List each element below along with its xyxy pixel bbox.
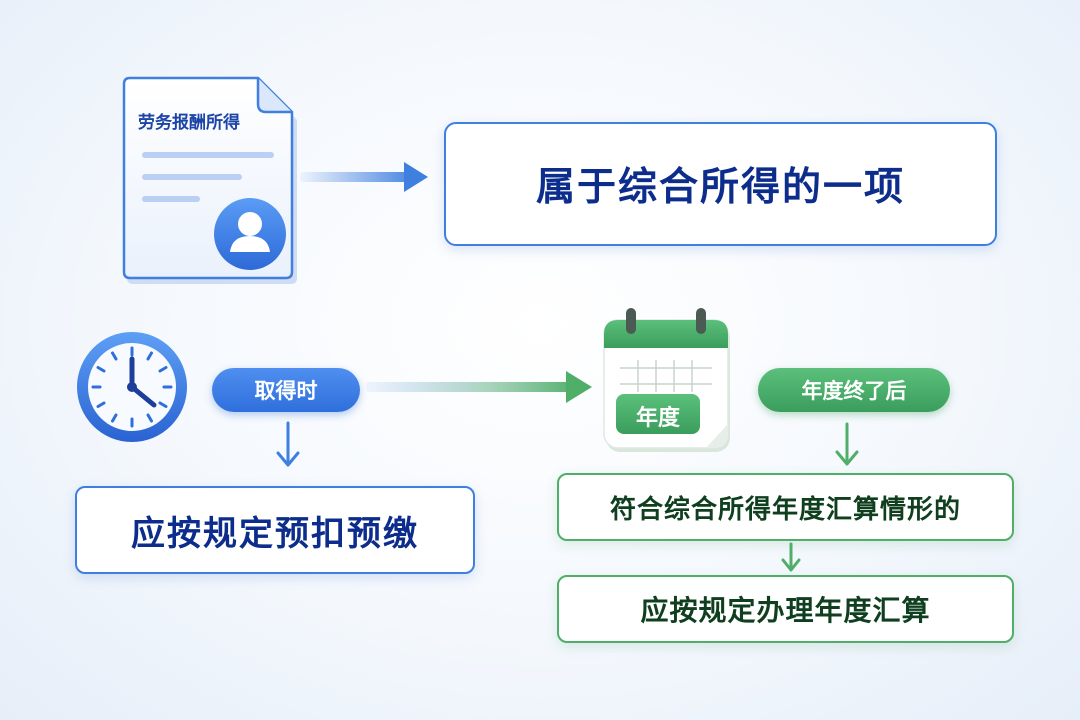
arrow-down-icon [781, 542, 801, 572]
on-receipt-label: 取得时 [254, 379, 318, 403]
calendar-icon [603, 308, 730, 452]
withholding-text: 应按规定预扣预缴 [131, 513, 419, 554]
arrow-down-icon [835, 422, 859, 466]
year-end-pill: 年度终了后 [758, 368, 950, 412]
comprehensive-income-text: 属于综合所得的一项 [535, 165, 905, 210]
clock-icon [77, 332, 187, 442]
on-receipt-pill: 取得时 [212, 368, 360, 412]
calendar-label: 年度 [635, 406, 680, 431]
arrow-right-icon [300, 162, 428, 192]
document-user-icon [122, 76, 297, 284]
condition-box: 符合综合所得年度汇算情形的 [557, 473, 1014, 541]
document-card: 劳务报酬所得 [118, 74, 298, 284]
withholding-box: 应按规定预扣预缴 [75, 486, 475, 574]
annual-settlement-text: 应按规定办理年度汇算 [640, 594, 931, 627]
document-title: 劳务报酬所得 [138, 113, 240, 133]
comprehensive-income-box: 属于综合所得的一项 [444, 122, 997, 246]
condition-text: 符合综合所得年度汇算情形的 [609, 494, 961, 525]
arrow-down-icon [276, 421, 300, 467]
year-end-label: 年度终了后 [801, 379, 907, 403]
arrow-right-icon [366, 371, 592, 403]
annual-settlement-box: 应按规定办理年度汇算 [557, 575, 1014, 643]
calendar: 年度 [600, 306, 736, 456]
